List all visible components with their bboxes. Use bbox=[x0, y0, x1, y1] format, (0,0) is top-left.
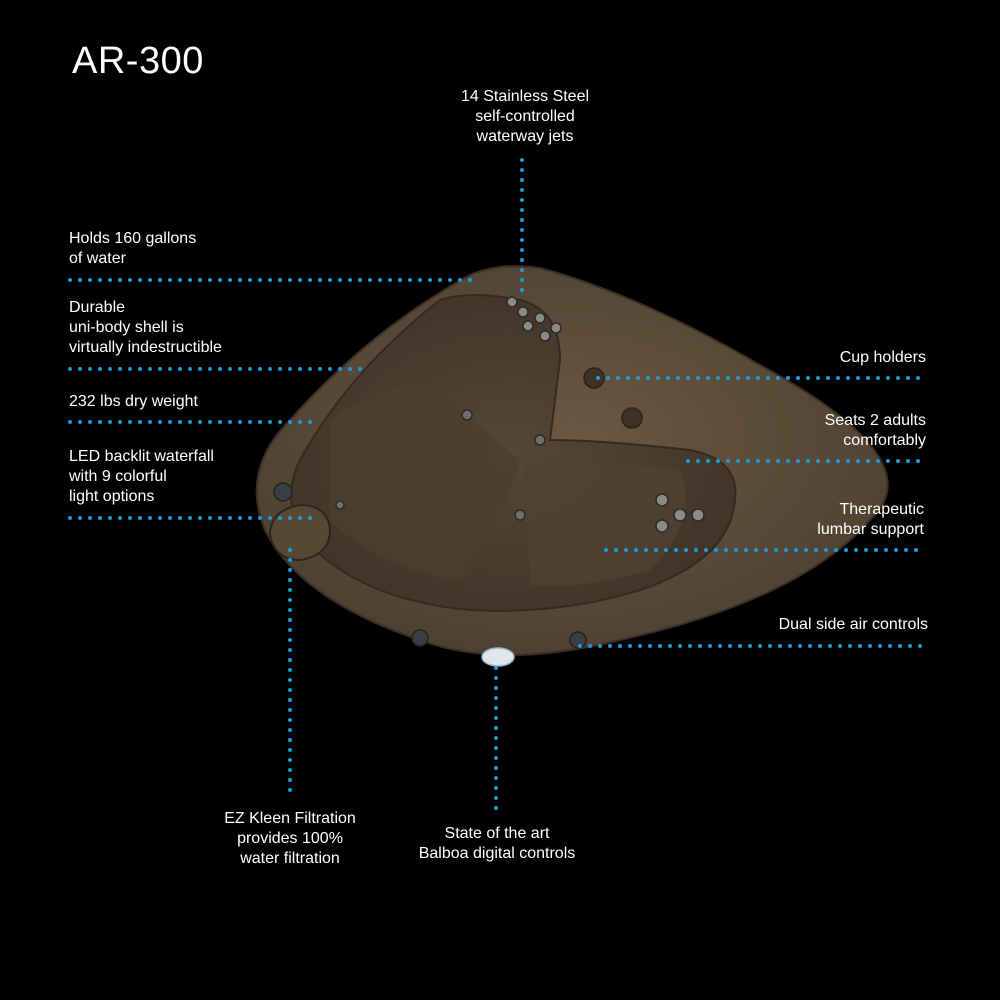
callout-cupholders: Cup holders bbox=[839, 349, 926, 366]
jets-right bbox=[655, 493, 705, 533]
jets-top bbox=[506, 296, 562, 342]
callout-seats: Seats 2 adults comfortably bbox=[824, 412, 926, 449]
product-title: AR-300 bbox=[72, 40, 204, 82]
callout-lumbar: Therapeutic lumbar support bbox=[817, 501, 924, 538]
jets-misc bbox=[335, 409, 546, 521]
filter-lid bbox=[268, 503, 332, 562]
callout-filtration: EZ Kleen Filtration provides 100% water … bbox=[224, 810, 356, 867]
callout-shell: Durable uni-body shell is virtually inde… bbox=[69, 299, 222, 356]
seat-left bbox=[330, 384, 520, 580]
cup-holders bbox=[583, 367, 643, 429]
callout-gallons: Holds 160 gallons of water bbox=[69, 230, 197, 267]
leader-lines bbox=[68, 158, 928, 817]
callout-weight: 232 lbs dry weight bbox=[69, 393, 198, 410]
callout-air-controls: Dual side air controls bbox=[778, 616, 928, 633]
callout-digital-controls: State of the art Balboa digital controls bbox=[418, 825, 576, 862]
air-control-knobs bbox=[273, 482, 587, 649]
digital-control-panel bbox=[481, 647, 515, 667]
callout-led: LED backlit waterfall with 9 colorful li… bbox=[69, 448, 214, 505]
callout-jets: 14 Stainless Steel self-controlled water… bbox=[460, 88, 590, 145]
seat-right bbox=[525, 462, 686, 586]
